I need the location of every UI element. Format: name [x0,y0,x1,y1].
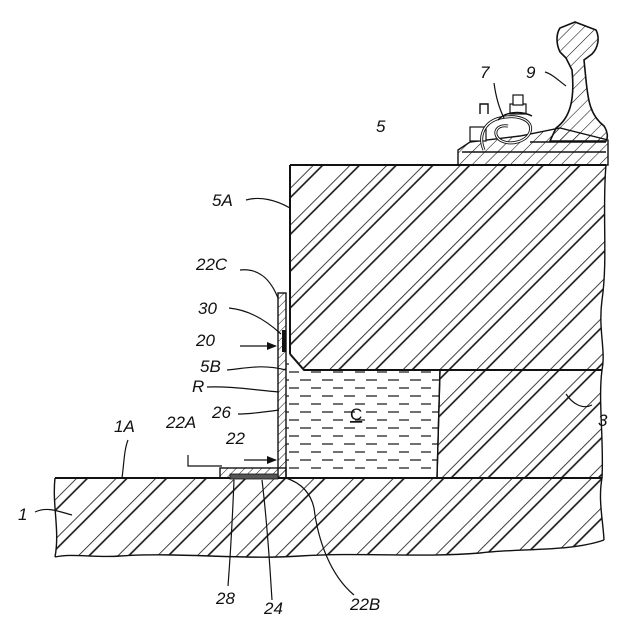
base-subgrade [54,478,604,557]
label-28: 28 [215,589,235,608]
label-5: 5 [376,117,386,136]
label-20: 20 [195,331,215,350]
label-22c: 22C [195,255,228,274]
label-r: R [192,377,204,396]
label-1a: 1A [114,417,135,436]
label-9: 9 [526,63,536,82]
slab-5 [290,165,606,370]
label-c: C [350,405,362,424]
label-7: 7 [480,63,490,82]
cavity-c [286,362,440,478]
label-1: 1 [18,505,27,524]
label-3: 3 [598,411,608,430]
label-5a: 5A [212,191,233,210]
label-22a: 22A [165,413,196,432]
label-22b: 22B [349,595,380,614]
layer-3 [437,370,602,478]
rail-assembly [458,22,608,165]
formwork-element-22 [220,293,286,479]
label-26: 26 [211,403,231,422]
label-30: 30 [198,299,217,318]
label-22: 22 [225,429,245,448]
label-5b: 5B [200,357,221,376]
label-24: 24 [263,599,283,618]
